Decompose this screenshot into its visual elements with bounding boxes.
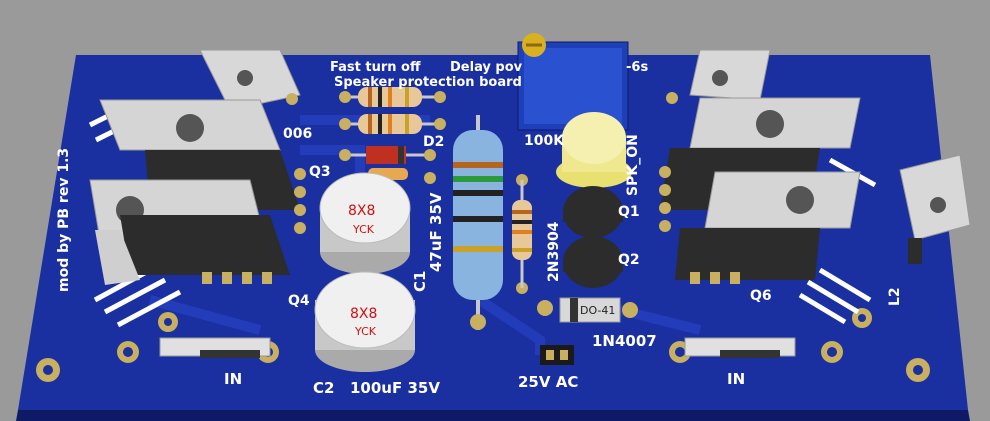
silk-d2: D2 — [423, 134, 444, 150]
pads-left — [202, 93, 306, 284]
silk-title-line2: Speaker protection board — [334, 75, 522, 90]
silk-l2: L2 — [887, 287, 903, 306]
silk-q6: Q6 — [750, 288, 772, 304]
silk-diode-package: DO-41 — [580, 304, 615, 317]
silk-q1: Q1 — [618, 204, 640, 220]
silk-trimmer: 100K — [524, 133, 565, 149]
silk-c1: C1 — [411, 271, 429, 292]
silk-led: SPK_ON — [625, 134, 641, 196]
silk-title-line1: Fast turn off — [330, 60, 421, 75]
resistor-r2 — [339, 114, 446, 134]
silk-c2-value: 100uF 35V — [350, 379, 440, 397]
in-connector-left — [159, 337, 271, 358]
diode-1n4007 — [537, 297, 638, 323]
silk-title-delay-suffix: -6s — [626, 60, 648, 75]
c2-brand: YCK — [354, 325, 377, 338]
diode-d2 — [339, 146, 436, 164]
resistor-vertical — [512, 174, 532, 294]
silk-connector: 25V AC — [518, 373, 578, 391]
silk-diode: 1N4007 — [592, 332, 657, 350]
silk-c2: C2 — [313, 379, 334, 397]
relay-right-lower — [675, 171, 861, 280]
led-spk-on — [556, 112, 632, 188]
silk-transistor-type: 2N3904 — [546, 221, 562, 282]
silk-title-delay: Delay pov — [450, 60, 523, 75]
silk-c1-value: 47uF 35V — [427, 192, 445, 272]
transistor-q1 — [563, 186, 623, 238]
trimmer-100k — [517, 33, 629, 131]
relay-left-top — [199, 49, 301, 111]
capacitor-c1 — [319, 172, 411, 274]
silk-q3: Q3 — [309, 164, 331, 180]
silk-in-left: IN — [224, 370, 242, 388]
pads-right — [659, 92, 740, 284]
pcb-board-edge — [16, 410, 970, 421]
in-connector-right — [684, 337, 796, 358]
capacitor-c2 — [314, 271, 416, 372]
power-resistor — [453, 115, 503, 330]
relay-left-lower — [89, 179, 290, 285]
silk-credit: mod by PB rev 1.3 — [56, 148, 72, 292]
relay-right-top — [689, 49, 771, 101]
silk-in-right: IN — [727, 370, 745, 388]
silk-q2: Q2 — [618, 252, 640, 268]
header-25v-ac — [540, 345, 574, 365]
resistor-r1 — [339, 87, 446, 107]
relay-right-side — [899, 154, 971, 264]
heatsink-fins-right — [798, 157, 877, 325]
silk-d-partial: 006 — [283, 126, 312, 142]
c2-marking: 8X8 — [350, 306, 377, 322]
transistor-q2 — [563, 236, 623, 288]
c1-marking: 8X8 — [348, 203, 375, 219]
c1-brand: YCK — [352, 223, 375, 236]
silk-q4: Q4 — [288, 293, 310, 309]
